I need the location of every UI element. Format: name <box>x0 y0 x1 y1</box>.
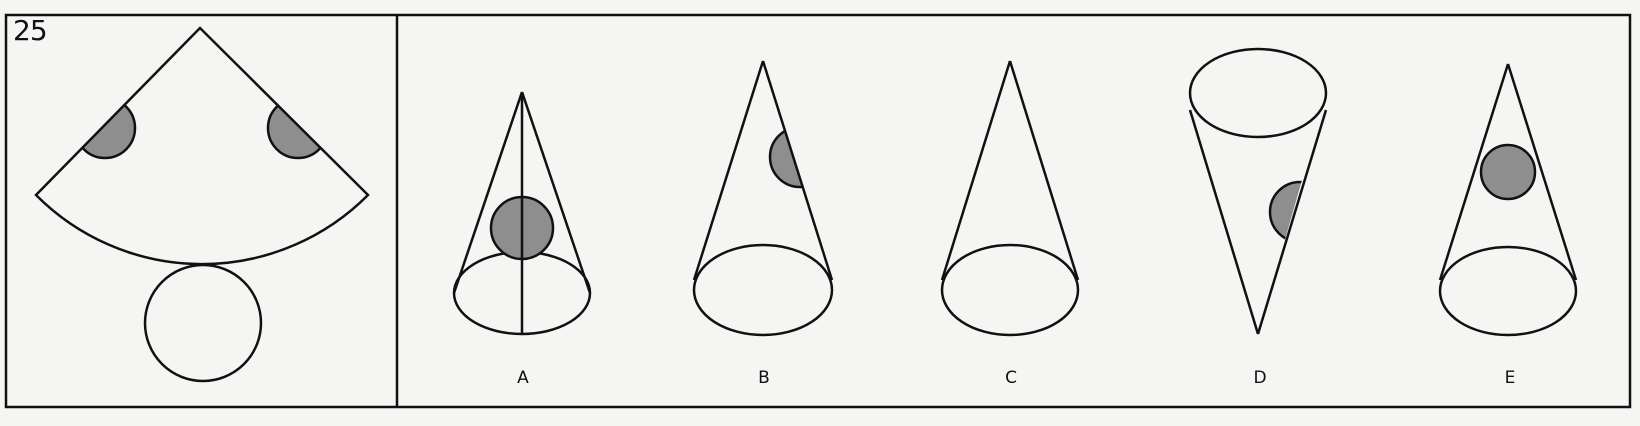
option-d-top <box>1188 47 1328 139</box>
question-number: 25 <box>13 14 48 47</box>
option-c-label[interactable]: C <box>1005 368 1017 388</box>
option-d-label[interactable]: D <box>1253 368 1267 388</box>
option-b-label[interactable]: B <box>758 368 770 388</box>
option-a-cone <box>452 91 592 336</box>
net-dot-right <box>266 96 330 160</box>
option-b-cone <box>692 60 834 337</box>
option-e-base <box>1438 245 1578 337</box>
cone-net <box>34 26 370 383</box>
option-b-base <box>692 243 834 337</box>
option-e-cone <box>1438 63 1578 337</box>
net-base-circle <box>143 263 263 383</box>
option-a-label[interactable]: A <box>517 368 529 388</box>
option-c-cone <box>940 60 1080 337</box>
option-c-base <box>940 243 1080 337</box>
net-sector <box>34 26 370 266</box>
option-d-cone <box>1188 47 1328 335</box>
option-e-label[interactable]: E <box>1504 368 1516 388</box>
option-e-dot <box>1479 143 1537 201</box>
option-d-dot <box>1268 180 1326 244</box>
outer-frame <box>4 13 1632 409</box>
net-dot-left <box>73 96 137 160</box>
